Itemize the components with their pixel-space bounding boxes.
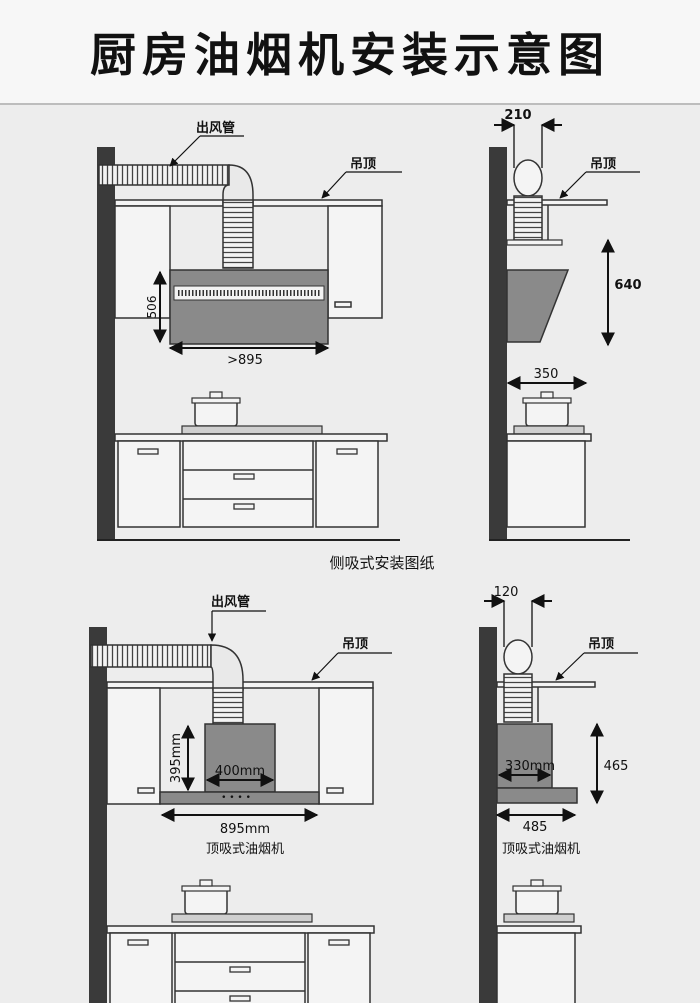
air-duct-vertical: [212, 687, 244, 725]
air-duct-elbow: [210, 644, 244, 691]
wall-cabinet-left: [114, 205, 171, 319]
width-dim-label: >895: [227, 353, 263, 368]
duct-label: 出风管: [196, 120, 235, 136]
side-suction-front-view: 506 >895 出风管 吊顶: [97, 120, 402, 541]
base-cabinet-left: [117, 440, 181, 528]
ceiling-panel: [506, 199, 608, 206]
installation-diagram: 506 >895 出风管 吊顶: [89, 108, 642, 1003]
pot: [184, 887, 228, 915]
duct-vertical: [503, 673, 533, 723]
air-duct-horizontal: [90, 644, 212, 668]
depth-dim-label: 350: [534, 367, 559, 382]
base-cabinet-right: [307, 932, 371, 1003]
range-hood-chimney: [496, 723, 553, 789]
wall: [97, 147, 115, 540]
base-cabinet-middle: [174, 932, 306, 1003]
countertop: [106, 925, 375, 934]
wall-cabinet-right: [327, 205, 383, 319]
page-title: 厨房油烟机安装示意图: [90, 27, 610, 82]
side-suction-side-view: 210 吊顶 640 350: [489, 108, 642, 541]
ceiling-label: 吊顶: [342, 637, 368, 652]
air-duct-vertical: [222, 199, 254, 269]
depth-dim-label: 485: [523, 820, 548, 835]
countertop: [114, 433, 388, 442]
top-suction-front-view: • • • • 395mm 400mm 895mm 顶吸式油烟机 出风管 吊顶: [89, 594, 392, 1003]
duct-label: 出风管: [211, 594, 250, 610]
title-banner: 厨房油烟机安装示意图: [0, 0, 700, 105]
hood-width-dim-label: 400mm: [215, 764, 265, 779]
height-dim-label: 465: [604, 759, 629, 774]
range-hood-base: [496, 787, 578, 804]
duct-round: [503, 639, 533, 675]
wall-cabinet-left: [106, 687, 161, 805]
side-suction-caption: 侧吸式安装图纸: [329, 554, 434, 572]
duct-round: [513, 159, 543, 197]
pipe-dim-label: 120: [494, 585, 519, 600]
ceiling-label: 吊顶: [590, 157, 616, 172]
width-dim-label: 895mm: [220, 822, 270, 837]
pot: [525, 399, 569, 427]
wall: [479, 627, 497, 1003]
range-hood-base: [159, 791, 320, 805]
countertop: [496, 925, 582, 934]
stove-burner: [181, 425, 323, 435]
ceiling-label: 吊顶: [588, 637, 614, 652]
range-hood-side: [506, 269, 570, 343]
front-caption: 顶吸式油烟机: [206, 842, 284, 857]
base-cabinet: [496, 932, 576, 1003]
wall: [89, 627, 107, 1003]
height-dim-label: 506: [145, 296, 159, 319]
base-cabinet-right: [315, 440, 379, 528]
base-cabinet: [506, 440, 586, 528]
height-dim-label: 395mm: [169, 733, 184, 783]
side-caption: 顶吸式油烟机: [502, 842, 580, 857]
air-duct-horizontal: [98, 164, 230, 186]
pot: [194, 399, 238, 427]
base-cabinet-left: [109, 932, 173, 1003]
top-suction-side-view: 120 吊顶 330mm 465 485 顶吸式油烟机: [479, 585, 638, 1003]
svg-text:• • • •: • • • •: [221, 793, 251, 803]
wall: [489, 147, 507, 540]
range-hood: [169, 269, 329, 345]
height-dim-label: 640: [614, 278, 641, 293]
ceiling-label: 吊顶: [350, 157, 376, 172]
hood-dim-label: 330mm: [505, 759, 555, 774]
cabinet-handle: [334, 301, 352, 308]
range-hood-chimney: [204, 723, 276, 793]
duct-vertical: [513, 195, 543, 241]
wall-cabinet-right: [318, 687, 374, 805]
countertop: [506, 433, 592, 442]
ceiling-panel: [496, 681, 596, 688]
pot: [515, 887, 559, 915]
pipe-dim-label: 210: [504, 108, 531, 123]
base-cabinet-middle: [182, 440, 314, 528]
